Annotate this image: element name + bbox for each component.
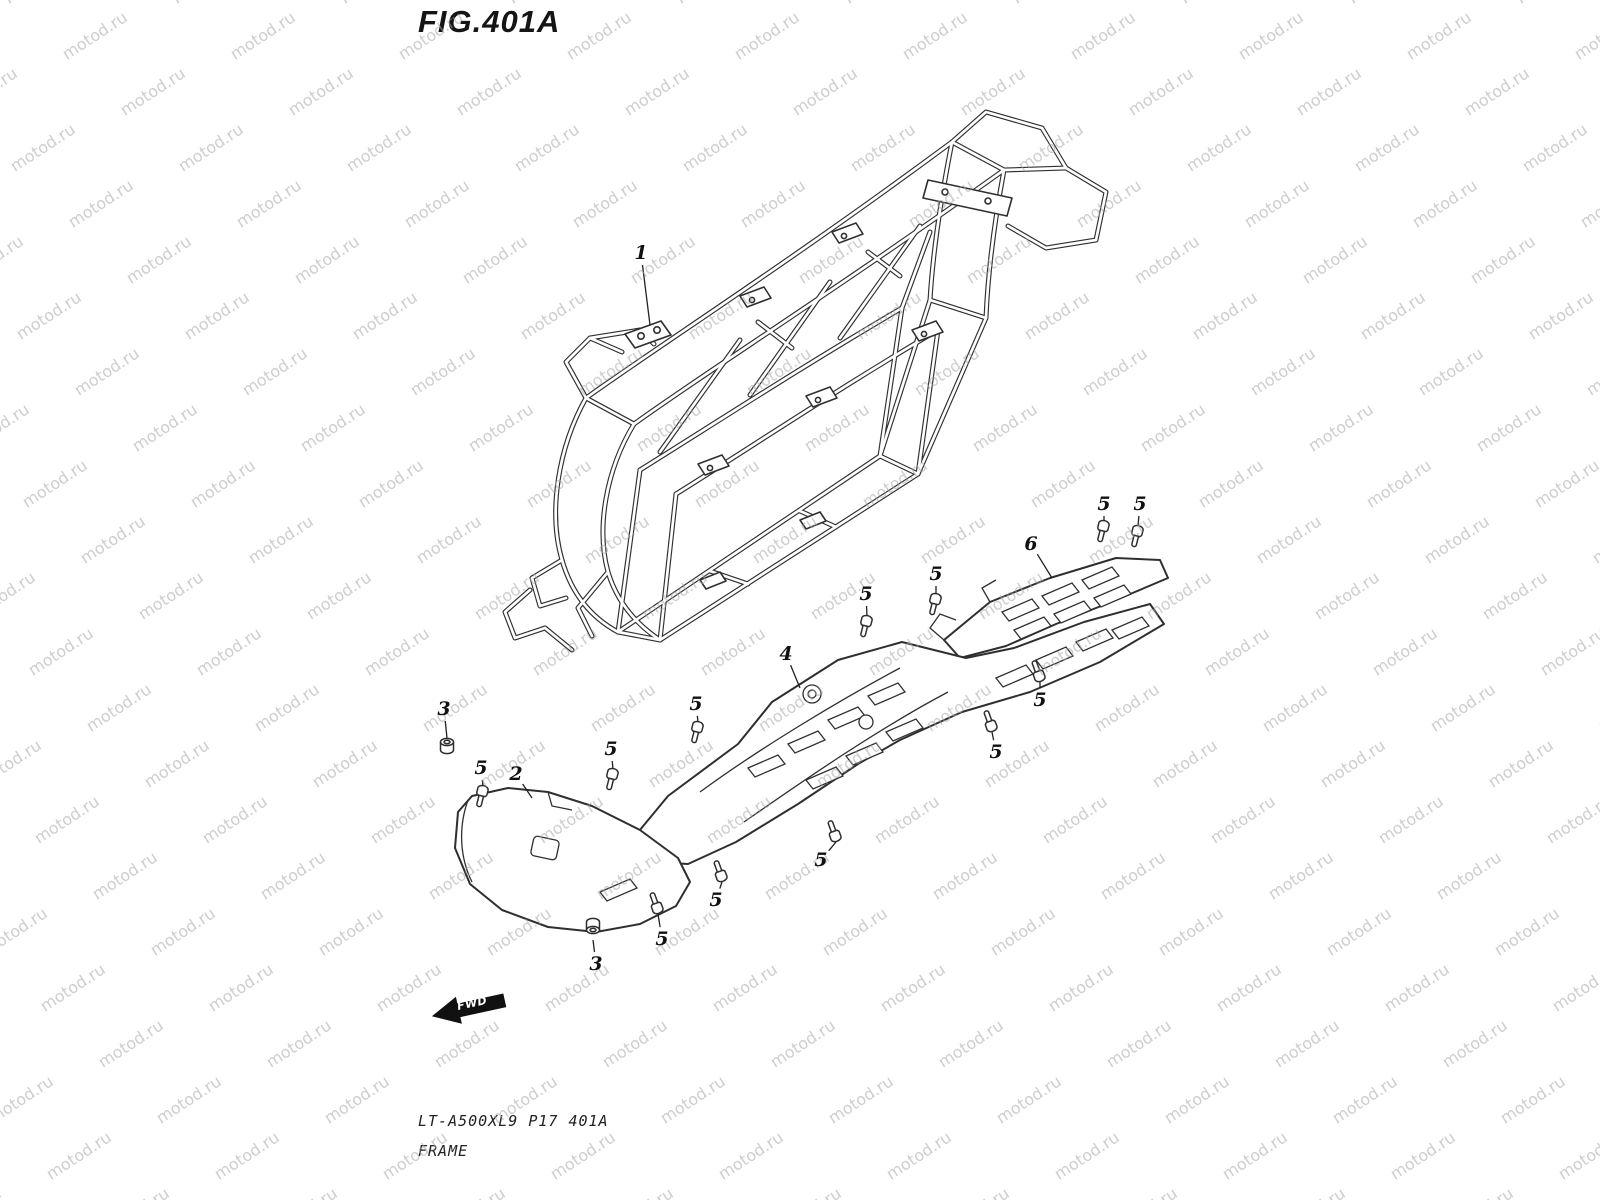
grommet-icon: [585, 917, 601, 935]
bolt-icon: [856, 613, 874, 639]
main-skid-plate: [629, 603, 1165, 865]
fwd-label: FWD: [456, 994, 488, 1013]
bolt-icon: [824, 818, 843, 844]
bolt-icon: [925, 591, 943, 617]
callout-leader-lines: [444, 264, 1140, 953]
leader-line: [444, 720, 448, 739]
leader-line: [828, 841, 837, 852]
bolt-icon: [980, 708, 999, 734]
leader-line: [991, 731, 995, 741]
figure-title: FIG.401A: [418, 4, 561, 39]
bolt-icon: [1127, 523, 1145, 549]
leader-line: [719, 881, 723, 889]
bolt-icon: [710, 858, 729, 884]
bolt-icon: [687, 719, 705, 745]
bolt-icon: [602, 766, 620, 792]
leader-line: [1036, 553, 1053, 579]
fwd-arrow: FWD: [431, 993, 507, 1024]
leader-line: [592, 939, 596, 953]
front-skid-plate: [454, 787, 691, 933]
figure-name: FRAME: [418, 1142, 469, 1160]
leader-line: [522, 783, 533, 799]
rear-skid-plate: [929, 557, 1169, 659]
frame-tubes: [502, 109, 1109, 653]
frame-tube-highlights: [503, 110, 1108, 652]
leader-line: [481, 779, 484, 787]
model-code: LT-A500XL9 P17 401A: [418, 1112, 609, 1130]
leader-line: [611, 760, 614, 770]
grommet-icon: [439, 737, 455, 755]
leader-line: [657, 913, 661, 928]
leader-line: [1137, 515, 1140, 527]
bolt-icon: [1093, 518, 1111, 544]
frame-brackets: [624, 179, 1013, 590]
leader-line: [641, 264, 651, 326]
leader-line: [789, 664, 801, 689]
leader-line: [696, 715, 699, 723]
